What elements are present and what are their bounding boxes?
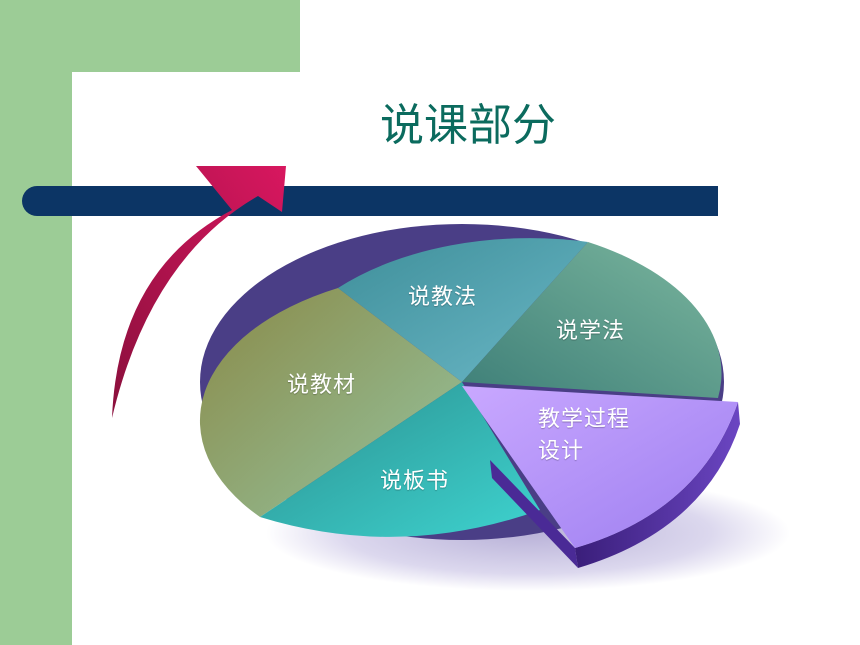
slice-process-top xyxy=(462,386,738,548)
slide-title: 说课部分 xyxy=(380,100,556,151)
label-board: 说板书 xyxy=(380,469,450,494)
label-process-line1: 教学过程 xyxy=(538,407,631,432)
slice-process-edge xyxy=(575,402,740,568)
label-learning: 说学法 xyxy=(556,319,626,344)
slice-materials xyxy=(199,288,462,517)
slice-board xyxy=(260,382,540,537)
slice-learning xyxy=(462,242,722,398)
label-process-line2: 设计 xyxy=(538,439,585,464)
slice-methods xyxy=(338,238,588,382)
label-materials: 说教材 xyxy=(287,373,357,398)
crimson-arrow xyxy=(112,166,286,418)
title-underline-bar xyxy=(22,186,718,216)
slice-process-side xyxy=(490,460,578,568)
green-left-strip xyxy=(0,0,72,645)
label-methods: 说教法 xyxy=(408,285,478,310)
